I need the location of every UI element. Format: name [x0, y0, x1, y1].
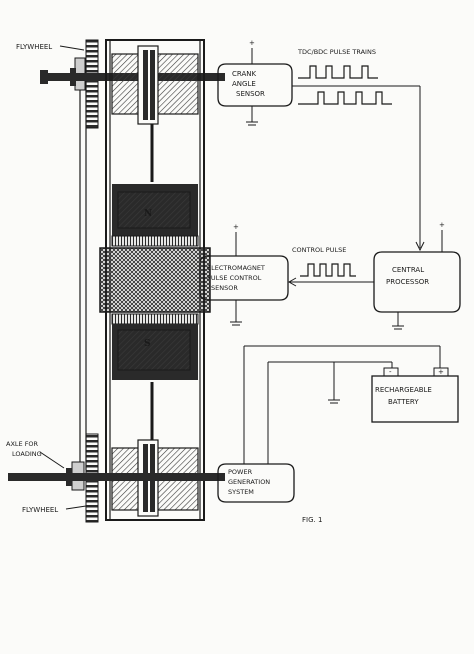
cp-line2: PROCESSOR [386, 278, 429, 286]
axle-label-line2: LOADING [12, 450, 42, 458]
processor-supply: + [392, 221, 445, 330]
top-crank-housing [111, 45, 199, 125]
control-pulse-train [300, 263, 356, 277]
top-flywheel [74, 39, 99, 129]
em-input-arrow [287, 277, 297, 287]
axle-label-line1: AXLE FOR [6, 440, 39, 448]
crank-sensor-line3: SENSOR [236, 90, 265, 98]
crank-sensor-supply: + [246, 39, 258, 126]
processor-input-arrow [415, 241, 425, 252]
flywheel-bottom-label: FLYWHEEL [22, 506, 58, 514]
n-magnet-piston: N [111, 184, 199, 247]
axle-leader [39, 451, 65, 469]
crank-sensor-line1: CRANK [232, 70, 256, 78]
battery-line2: BATTERY [388, 398, 419, 406]
cp-line1: CENTRAL [392, 266, 424, 274]
central-processor: CENTRAL PROCESSOR [373, 251, 461, 313]
em-sensor-line2: PULSE CONTROL [207, 274, 262, 282]
flywheel-top-label: FLYWHEEL [16, 43, 52, 51]
em-control-sensor: ELECTROMAGNET PULSE CONTROL SENSOR [199, 255, 289, 301]
tdc-pulse-train [298, 65, 378, 79]
drive-belt [79, 66, 87, 470]
battery-wiring [243, 345, 441, 464]
crank-angle-sensor: CRANK ANGLE SENSOR [217, 63, 293, 107]
flywheel-top-leader [59, 45, 85, 51]
em-sensor-line3: SENSOR [211, 284, 238, 292]
electromagnet-core [99, 247, 211, 313]
cp-plus: + [439, 221, 445, 229]
s-magnet-piston: S [111, 313, 199, 380]
power-generation-system: POWER GENERATION SYSTEM [217, 463, 295, 503]
figure-label: FIG. 1 [302, 516, 322, 524]
pg-line3: SYSTEM [228, 488, 254, 496]
batt-minus: - [389, 368, 392, 376]
bottom-crankshaft [8, 468, 225, 486]
crank-plus: + [249, 39, 255, 47]
control-pulse-label: CONTROL PULSE [292, 246, 346, 254]
em-plus: + [233, 223, 239, 231]
crank-sensor-line2: ANGLE [232, 80, 256, 88]
flywheel-bottom-leader [65, 505, 87, 510]
bdc-pulse-train [298, 91, 392, 105]
em-sensor-line1: ELECTROMAGNET [207, 264, 265, 272]
pg-line1: POWER [228, 468, 253, 476]
magnet-s-label: S [144, 339, 151, 349]
rechargeable-battery: - + RECHARGEABLE BATTERY [371, 367, 459, 423]
batt-plus: + [438, 368, 444, 376]
em-sensor-supply: + [230, 223, 242, 326]
battery-line1: RECHARGEABLE [375, 386, 432, 394]
pg-line2: GENERATION [228, 478, 270, 486]
tdc-title: TDC/BDC PULSE TRAINS [297, 48, 376, 56]
magnet-n-label: N [144, 209, 152, 219]
